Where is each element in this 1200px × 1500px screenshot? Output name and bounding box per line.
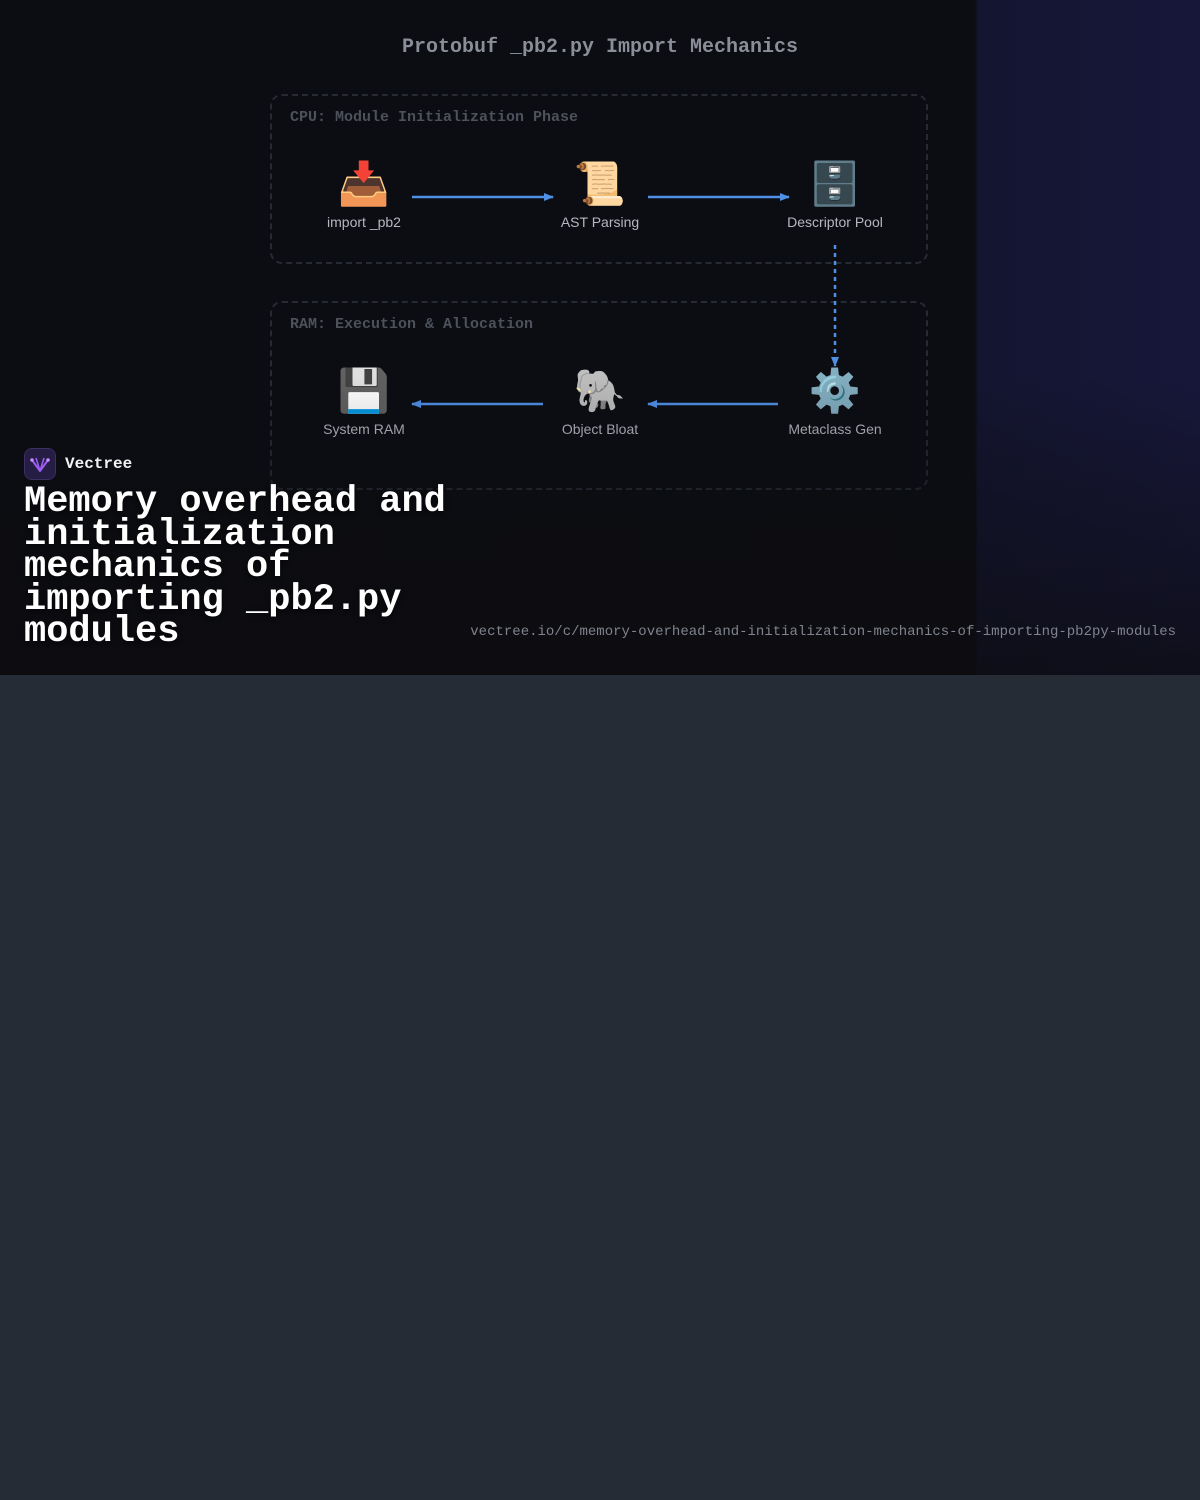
cpu-phase-label: CPU: Module Initialization Phase <box>290 109 579 126</box>
node-label: Object Bloat <box>561 421 639 437</box>
node-ast-parsing: 📜 AST Parsing <box>520 159 680 231</box>
og-card: Protobuf _pb2.py Import Mechanics CPU: M… <box>0 0 1200 675</box>
inbox-tray-icon: 📥 <box>337 159 391 208</box>
node-label: Metaclass Gen <box>788 421 882 437</box>
vectree-logo-icon <box>24 448 56 480</box>
diagram-edges <box>411 193 839 408</box>
node-label: System RAM <box>323 421 405 437</box>
headline: Memory overhead and initialization mecha… <box>24 481 446 653</box>
node-object-bloat: 🐘 Object Bloat <box>520 366 680 438</box>
brand: Vectree <box>24 447 132 481</box>
node-system-ram: 💾 System RAM <box>284 366 444 438</box>
ram-phase-label: RAM: Execution & Allocation <box>290 316 534 333</box>
node-label: AST Parsing <box>560 214 640 230</box>
brand-name: Vectree <box>65 455 133 473</box>
ram-phase-group: RAM: Execution & Allocation <box>270 301 928 490</box>
node-import-pb2: 📥 import _pb2 <box>284 159 444 231</box>
article-url: vectree.io/c/memory-overhead-and-initial… <box>470 624 1176 640</box>
gear-icon: ⚙️ <box>808 366 862 415</box>
node-metaclass-gen: ⚙️ Metaclass Gen <box>755 366 915 438</box>
elephant-icon: 🐘 <box>573 366 627 415</box>
diagram: Protobuf _pb2.py Import Mechanics CPU: M… <box>0 0 1200 675</box>
scroll-icon: 📜 <box>573 159 627 208</box>
cpu-phase-group: CPU: Module Initialization Phase <box>270 94 928 264</box>
node-label: Descriptor Pool <box>787 214 883 230</box>
diagram-title: Protobuf _pb2.py Import Mechanics <box>401 36 799 59</box>
file-cabinet-icon: 🗄️ <box>808 159 862 208</box>
node-label: import _pb2 <box>327 214 401 230</box>
node-descriptor-pool: 🗄️ Descriptor Pool <box>755 159 915 231</box>
floppy-disk-icon: 💾 <box>337 366 391 415</box>
